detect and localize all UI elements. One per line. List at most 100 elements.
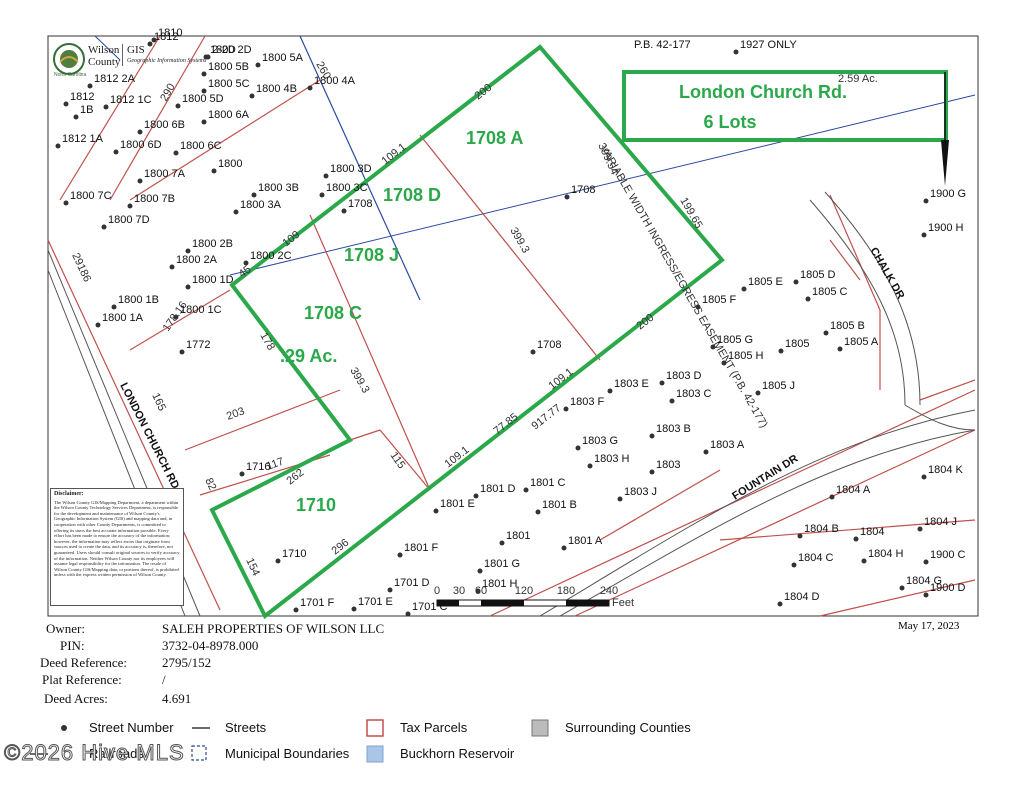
parcel-label: 1708 J [344,245,399,265]
street-number-label: 1701 D [394,577,430,589]
street-number-dot [695,304,701,310]
street-number-label: 1800 2C [250,250,292,262]
street-number-dot [563,406,569,412]
street-number-dot [319,192,325,198]
street-number-dot [793,279,799,285]
street-number-label: 1803 C [676,388,712,400]
dim-label: 45 [236,263,253,280]
street-number-label: 1805 [785,338,809,350]
street-number-label: 1812 [70,91,94,103]
scale-tick: 30 [453,585,465,597]
street-lines [47,191,976,617]
street-number-label: 1801 B [542,499,577,511]
street-number-dot [755,390,761,396]
street-number-dot [233,209,239,215]
street-number-dot [617,496,623,502]
street-number-dot [899,585,905,591]
street-number-label: 1801 D [480,483,516,495]
street-number-label: 1812 1C [110,94,152,106]
street-number-label: 1900 H [928,222,964,234]
street-number-dot [179,349,185,355]
street-number-dot [721,360,727,366]
street-number-label: 1801 C [530,477,566,489]
dept-line2: Geographic Information Systems [127,58,207,64]
street-number-label: 1801 E [440,498,475,510]
street-number-label: 1772 [186,339,210,351]
street-number-label: 1812 [154,31,178,43]
street-number-label: 1800 7C [70,190,112,202]
street-number-label: 1804 J [924,516,957,528]
street-number-label: 1805 J [762,380,795,392]
street-number-label: 1804 K [928,464,964,476]
street-number-dot [669,398,675,404]
street-number-label: 1800 1C [180,304,222,316]
street-number-dot [111,304,117,310]
street-number-label: 1803 G [582,435,618,447]
callout-line1: London Church Rd. [679,82,847,102]
street-number-dot [649,433,655,439]
street-number-label: 1800 7D [108,214,150,226]
north-arrow-icon [941,140,949,186]
street-number-label: 1800 1D [192,274,234,286]
street-number-label: 1800 4B [256,83,297,95]
street-number-label: 1800 1A [102,312,144,324]
street-number-dot [63,101,69,107]
street-number-label: 1805 H [728,350,764,362]
scale-bar: 0 30 60 120 180 240 Feet [434,585,634,609]
street-number-label: 1800 3C [326,182,368,194]
street-number-label: 1800 5B [208,61,249,73]
street-number-dot [87,83,93,89]
disclaimer-body: The Wilson County GIS/Mapping Department… [54,499,180,578]
street-number-label: 1708 [348,198,372,210]
org-line2: County [88,56,121,68]
street-number-dot [201,88,207,94]
street-number-dot [405,611,411,617]
street-number-label: 1800 6A [208,109,250,121]
street-number-dot [169,264,175,270]
parcel-label: 1708 D [383,185,441,205]
street-number-label: 1800 6D [120,139,162,151]
street-number-dot [575,445,581,451]
street-number-dot [173,150,179,156]
street-number-legend-icon [61,725,67,731]
street-number-dot [921,232,927,238]
county-logo: Wilson County GIS Geographic Information… [50,42,220,78]
municipal-legend-icon [191,745,207,761]
street-number-dot [473,493,479,499]
street-number-dot [923,559,929,565]
street-number-dot [275,558,281,564]
street-number-label: 1801 H [482,578,518,590]
street-number-label: 1801 F [404,542,439,554]
street-number-dot [861,558,867,564]
street-number-dot [243,260,249,266]
street-number-dot [249,93,255,99]
street-number-dot [530,349,536,355]
street-number-label: 1800 7A [144,168,186,180]
county-seal-icon [53,43,85,75]
street-number-dot [95,322,101,328]
scale-tick: 180 [557,585,575,597]
street-number-dot [251,192,257,198]
street-number-dot [113,149,119,155]
parcel-label: 1708 C [304,303,362,323]
legend-tax-parcels: Tax Parcels [400,720,468,735]
street-number-label: 1800 3D [330,163,372,175]
street-number-dot [351,606,357,612]
street-number-label: 1804 C [798,552,834,564]
street-number-dot [205,54,211,60]
street-number-label: 1716 [246,461,270,473]
street-number-dot [137,178,143,184]
street-number-label: 1800 3B [258,182,299,194]
dim-label: 117 [265,456,286,473]
street-number-label: 1803 B [656,423,691,435]
street-number-label: 1810 [158,27,182,39]
street-number-label: 1804 D [784,591,820,603]
parcel-label: 1710 [296,495,336,515]
street-number-dot [323,173,329,179]
legend-street-number: Street Number [89,720,174,735]
street-number-dot [147,41,153,47]
street-number-label: 1800 5A [262,52,304,64]
org-line1: Wilson [88,44,120,56]
street-number-label: 1801 [506,530,530,542]
